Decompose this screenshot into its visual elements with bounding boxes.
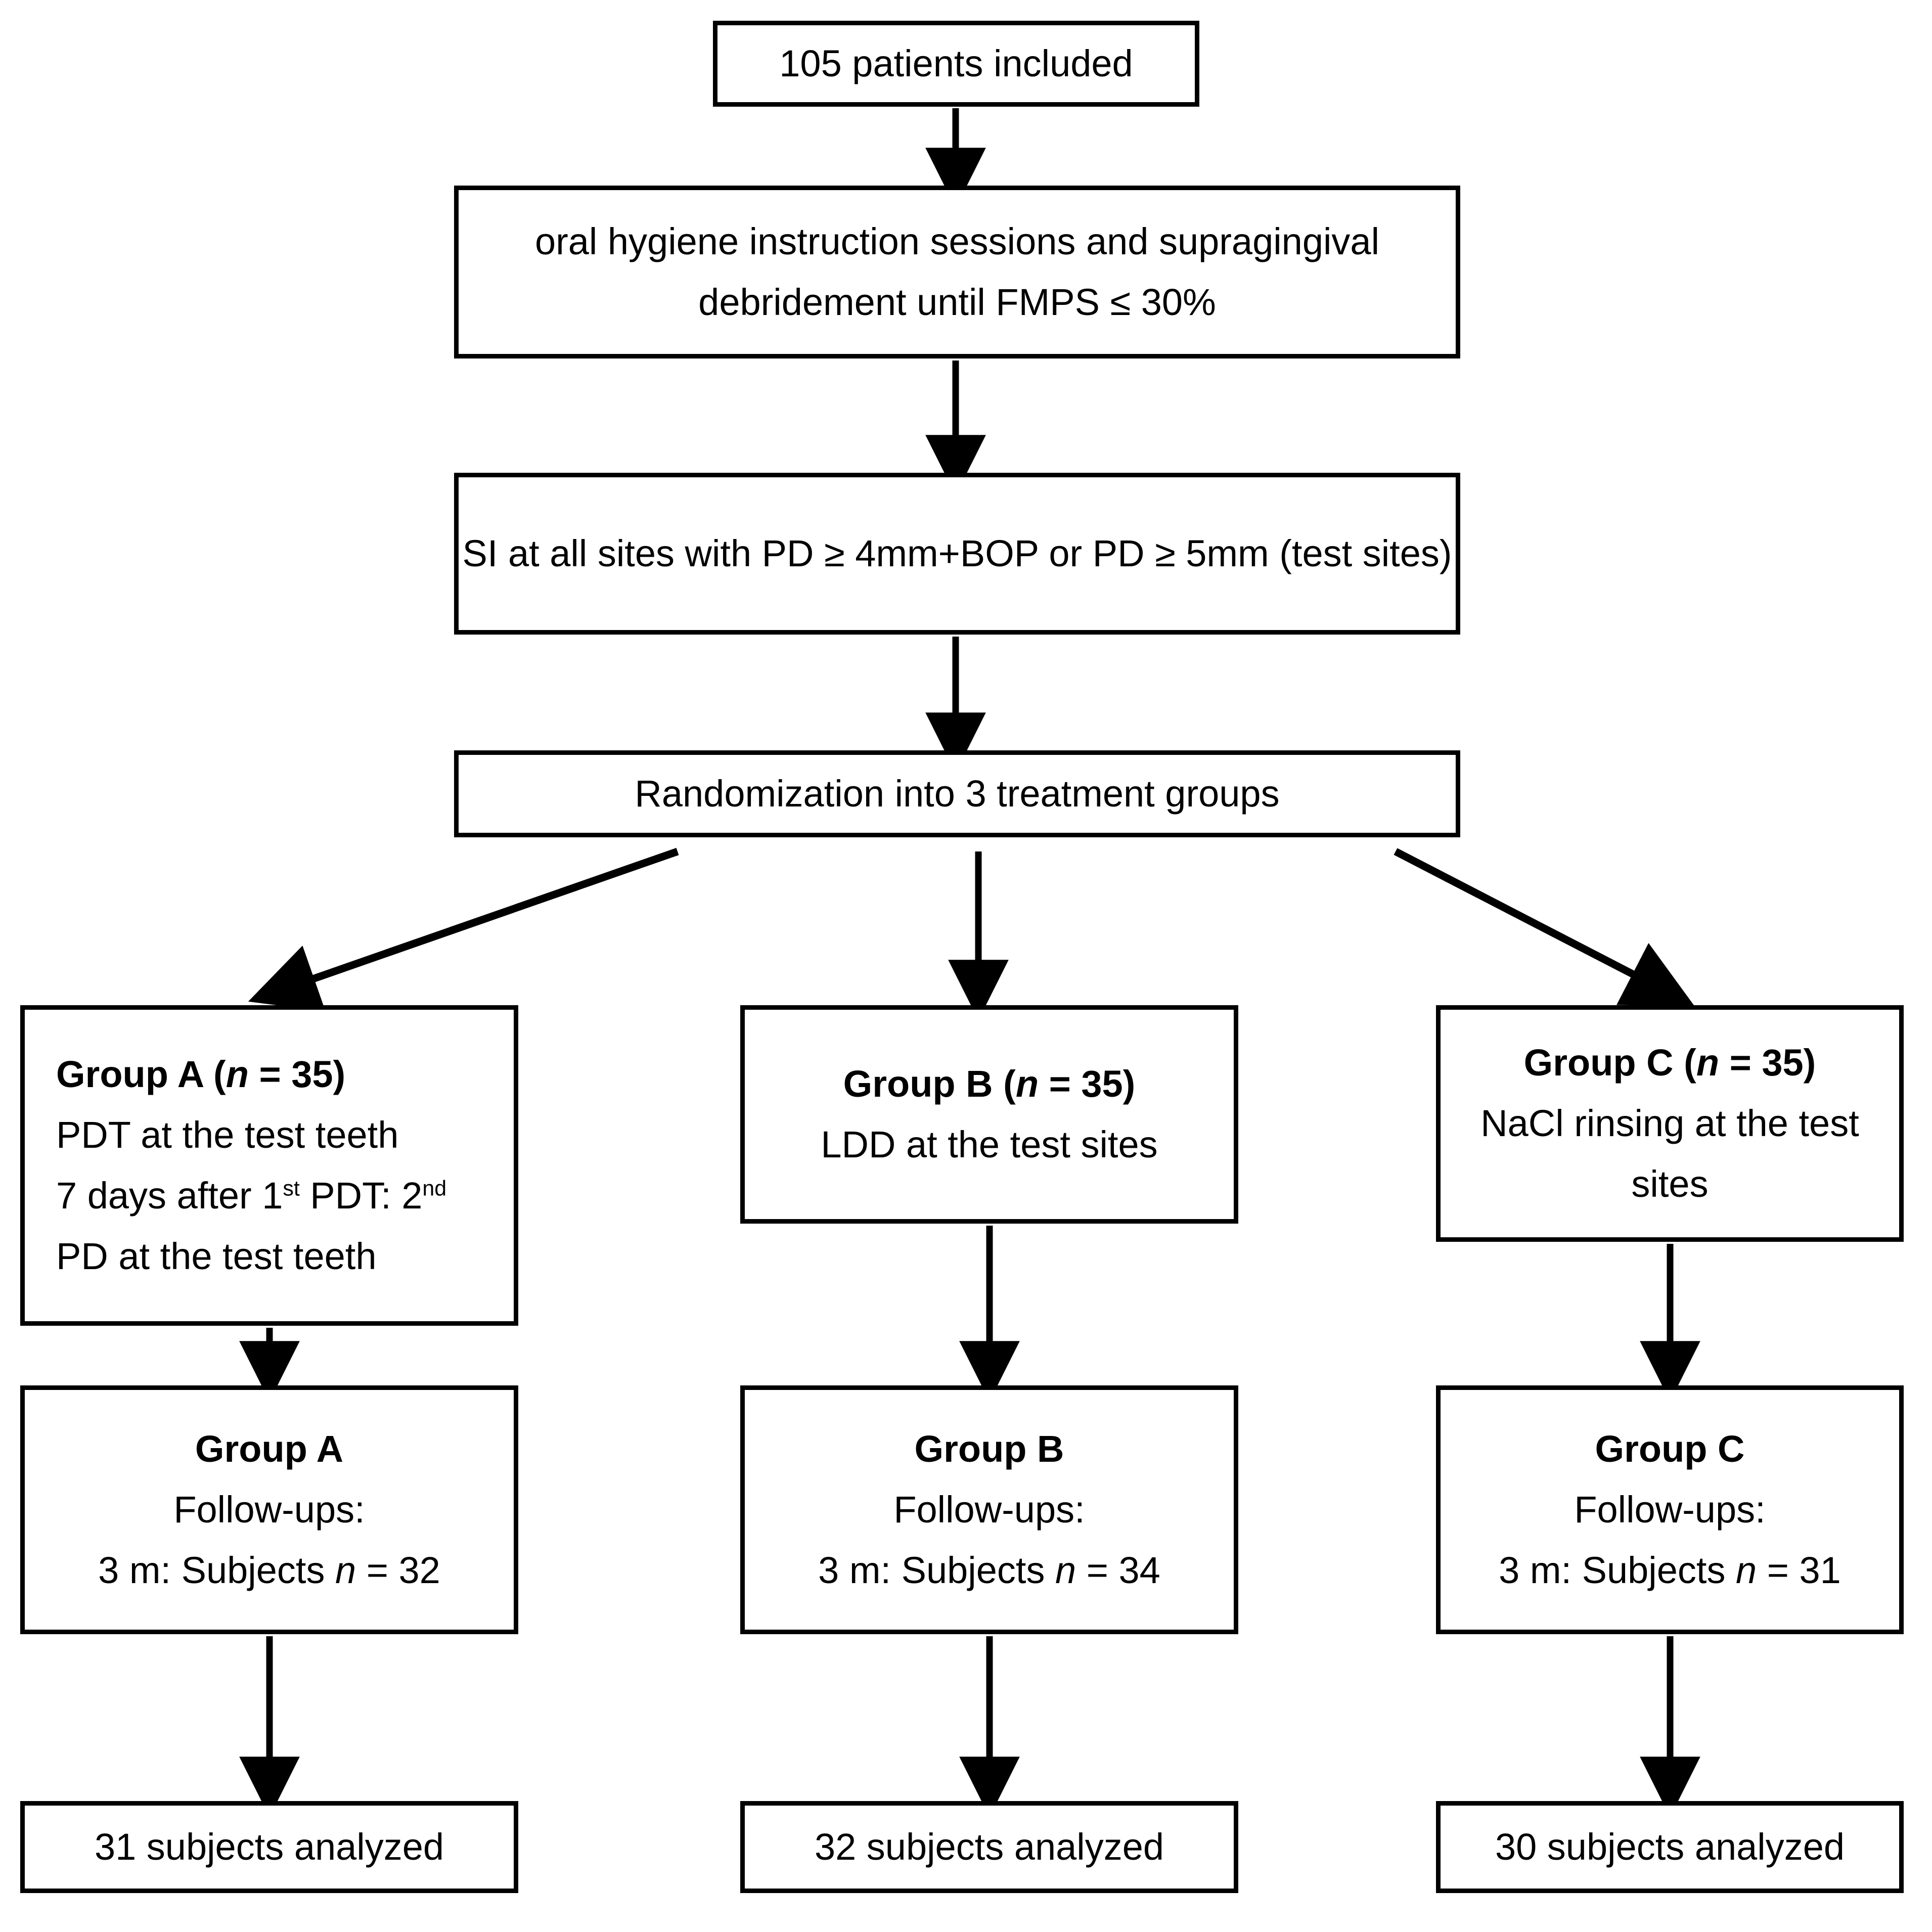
node-group-c-heading: Group C (n = 35)	[1524, 1032, 1816, 1093]
node-group-c-heading-prefix: Group C (	[1523, 1042, 1696, 1084]
node-group-a-line2-b: PDT: 2	[299, 1175, 423, 1217]
node-followup-c-heading: Group C	[1595, 1428, 1745, 1470]
node-followup-a-line2-prefix: 3 m: Subjects	[98, 1549, 336, 1591]
node-randomization-text: Randomization into 3 treatment groups	[635, 773, 1280, 815]
node-followup-c-line2: 3 m: Subjects n = 31	[1499, 1540, 1841, 1601]
node-analyzed-a: 31 subjects analyzed	[20, 1801, 518, 1893]
node-followup-b-line2-prefix: 3 m: Subjects	[818, 1549, 1056, 1591]
arrow-randomization-to-group-a	[248, 847, 679, 1012]
node-analyzed-a-text: 31 subjects analyzed	[94, 1826, 444, 1868]
node-group-a-heading: Group A (n = 35)	[56, 1044, 345, 1105]
node-group-a-line2: 7 days after 1st PDT: 2nd	[56, 1165, 446, 1226]
node-group-a-line2-sup1: st	[283, 1176, 300, 1201]
node-analyzed-b: 32 subjects analyzed	[740, 1801, 1238, 1893]
node-followup-b-line2-suffix: = 34	[1076, 1549, 1160, 1591]
node-group-a-heading-prefix: Group A (	[56, 1053, 226, 1096]
node-followup-c-line1: Follow-ups:	[1574, 1489, 1766, 1531]
node-followup-c-line2-prefix: 3 m: Subjects	[1499, 1549, 1736, 1591]
node-si-test-sites-text: SI at all sites with PD ≥ 4mm+BOP or PD …	[462, 532, 1452, 575]
node-group-a-line3: PD at the test teeth	[56, 1235, 377, 1277]
node-followup-b-heading: Group B	[914, 1428, 1064, 1470]
node-si-test-sites: SI at all sites with PD ≥ 4mm+BOP or PD …	[454, 473, 1460, 635]
node-followup-a-line2-n: n	[335, 1549, 356, 1591]
node-followup-a: Group A Follow-ups: 3 m: Subjects n = 32	[20, 1385, 518, 1634]
node-oral-hygiene-text: oral hygiene instruction sessions and su…	[534, 220, 1380, 323]
node-group-b-heading-prefix: Group B (	[843, 1063, 1016, 1105]
node-followup-c-line2-n: n	[1736, 1549, 1757, 1591]
node-patients-included: 105 patients included	[713, 21, 1199, 107]
node-followup-a-line2-suffix: = 32	[356, 1549, 440, 1591]
node-group-c-heading-n: n	[1696, 1042, 1720, 1084]
node-group-c: Group C (n = 35) NaCl rinsing at the tes…	[1436, 1005, 1904, 1242]
node-followup-c-line2-suffix: = 31	[1757, 1549, 1841, 1591]
node-group-b-heading-suffix: = 35)	[1039, 1063, 1136, 1105]
node-group-b-heading: Group B (n = 35)	[843, 1054, 1136, 1114]
node-followup-b-line2: 3 m: Subjects n = 34	[818, 1540, 1160, 1601]
node-analyzed-b-text: 32 subjects analyzed	[814, 1826, 1164, 1868]
node-group-b-heading-n: n	[1015, 1063, 1039, 1105]
arrow-randomization-to-group-c	[1394, 848, 1695, 1006]
node-group-b: Group B (n = 35) LDD at the test sites	[740, 1005, 1238, 1224]
node-randomization: Randomization into 3 treatment groups	[454, 750, 1460, 837]
node-group-a-line2-a: 7 days after 1	[56, 1175, 283, 1217]
node-followup-b: Group B Follow-ups: 3 m: Subjects n = 34	[740, 1385, 1238, 1634]
node-oral-hygiene: oral hygiene instruction sessions and su…	[454, 186, 1460, 358]
node-group-a-heading-n: n	[226, 1053, 249, 1096]
node-group-a-heading-suffix: = 35)	[248, 1053, 346, 1096]
node-group-c-heading-suffix: = 35)	[1719, 1042, 1816, 1084]
node-followup-b-line1: Follow-ups:	[893, 1489, 1085, 1531]
node-analyzed-c-text: 30 subjects analyzed	[1495, 1826, 1845, 1868]
node-followup-b-line2-n: n	[1055, 1549, 1076, 1591]
node-analyzed-c: 30 subjects analyzed	[1436, 1801, 1904, 1893]
node-patients-included-text: 105 patients included	[779, 42, 1133, 85]
node-followup-c: Group C Follow-ups: 3 m: Subjects n = 31	[1436, 1385, 1904, 1634]
node-followup-a-line2: 3 m: Subjects n = 32	[98, 1540, 440, 1601]
node-group-a-line2-sup2: nd	[422, 1176, 447, 1201]
node-group-b-line1: LDD at the test sites	[821, 1124, 1158, 1165]
node-group-a: Group A (n = 35) PDT at the test teeth 7…	[20, 1005, 518, 1326]
node-group-c-line1: NaCl rinsing at the test sites	[1480, 1102, 1859, 1205]
node-group-a-line1: PDT at the test teeth	[56, 1114, 399, 1156]
node-followup-a-line1: Follow-ups:	[173, 1489, 365, 1531]
node-followup-a-heading: Group A	[195, 1428, 344, 1470]
